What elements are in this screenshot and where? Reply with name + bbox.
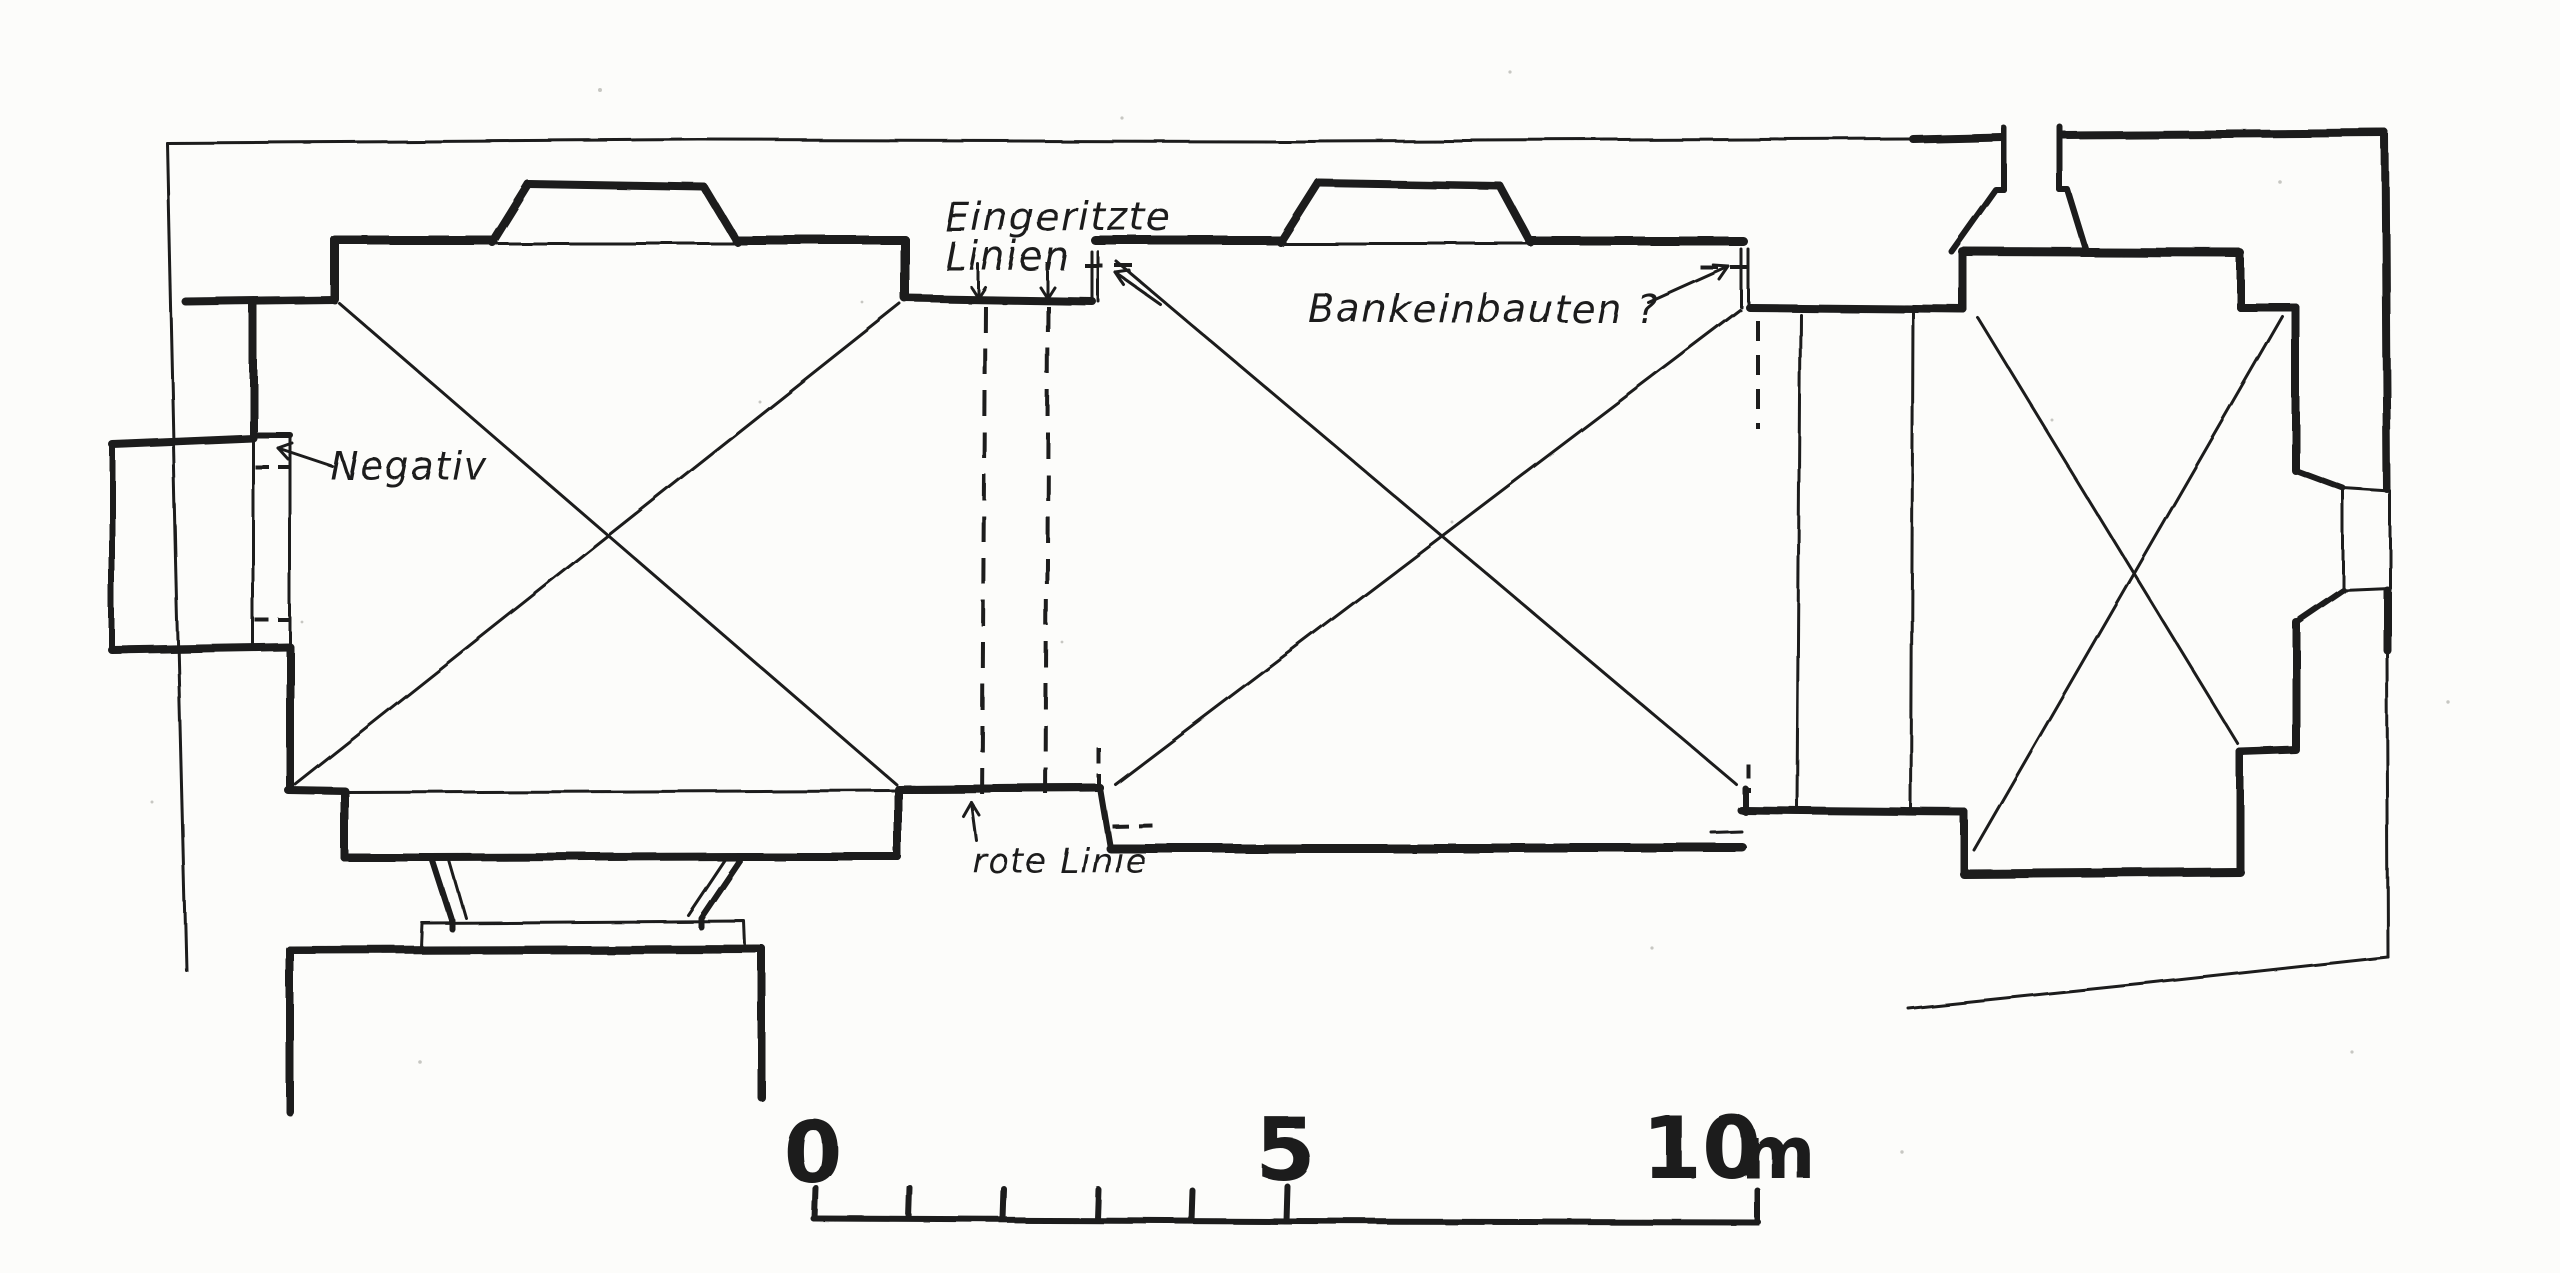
scale-label-5: 5 <box>1256 1101 1316 1201</box>
west-facade-and-porch <box>108 298 294 794</box>
bench-arrow-nw <box>1114 269 1162 306</box>
chancel-passage <box>1737 248 1968 878</box>
incised-line-left <box>980 305 987 809</box>
scale-bar-ticks <box>812 1183 1760 1225</box>
annotation-arrows <box>276 262 1730 842</box>
east-altar-niche <box>2292 467 2392 625</box>
scale-label-10: 10 <box>1642 1099 1762 1199</box>
incised-lines-label-line1: Eingeritzte <box>945 196 1172 241</box>
west-hall-north-wall <box>182 180 910 306</box>
south-porch-steps <box>419 854 747 949</box>
dashed-marks <box>255 264 1759 835</box>
church-walls <box>108 124 2392 1116</box>
negativ-arrow <box>276 441 334 468</box>
incised-lines-arrow-right <box>1038 262 1056 300</box>
scale-bar: 0 5 10 m <box>782 1099 1816 1225</box>
incised-lines-label-line2: Linien <box>945 235 1071 280</box>
labels: Eingeritzte Linien Bankeinbauten ? Negat… <box>330 196 1658 881</box>
chancel-walls <box>1958 247 2300 879</box>
east-exterior-wall <box>1909 124 2391 959</box>
south-annex <box>286 945 766 1116</box>
incised-mark-se <box>1710 830 1744 835</box>
red-line-dash-horizontal <box>1111 823 1153 828</box>
scan-specks <box>150 70 2450 1154</box>
scale-unit: m <box>1740 1111 1815 1195</box>
bench-installations-label: Bankeinbauten ? <box>1308 287 1658 332</box>
bench-arrow-ne <box>1646 263 1730 304</box>
scale-label-0: 0 <box>782 1103 842 1203</box>
vault-cross-lines <box>293 260 2284 852</box>
nave-north-wall <box>1091 179 1750 309</box>
incised-line-right <box>1044 305 1050 809</box>
west-passage-walls <box>899 250 1113 851</box>
nave-south-wall <box>1105 785 1748 853</box>
photo-border <box>165 137 2390 1010</box>
incised-lines-arrow-left <box>969 262 987 300</box>
negativ-label: Negativ <box>330 444 488 488</box>
red-line-arrow <box>961 800 981 842</box>
red-line-label: rote Linie <box>972 841 1147 881</box>
